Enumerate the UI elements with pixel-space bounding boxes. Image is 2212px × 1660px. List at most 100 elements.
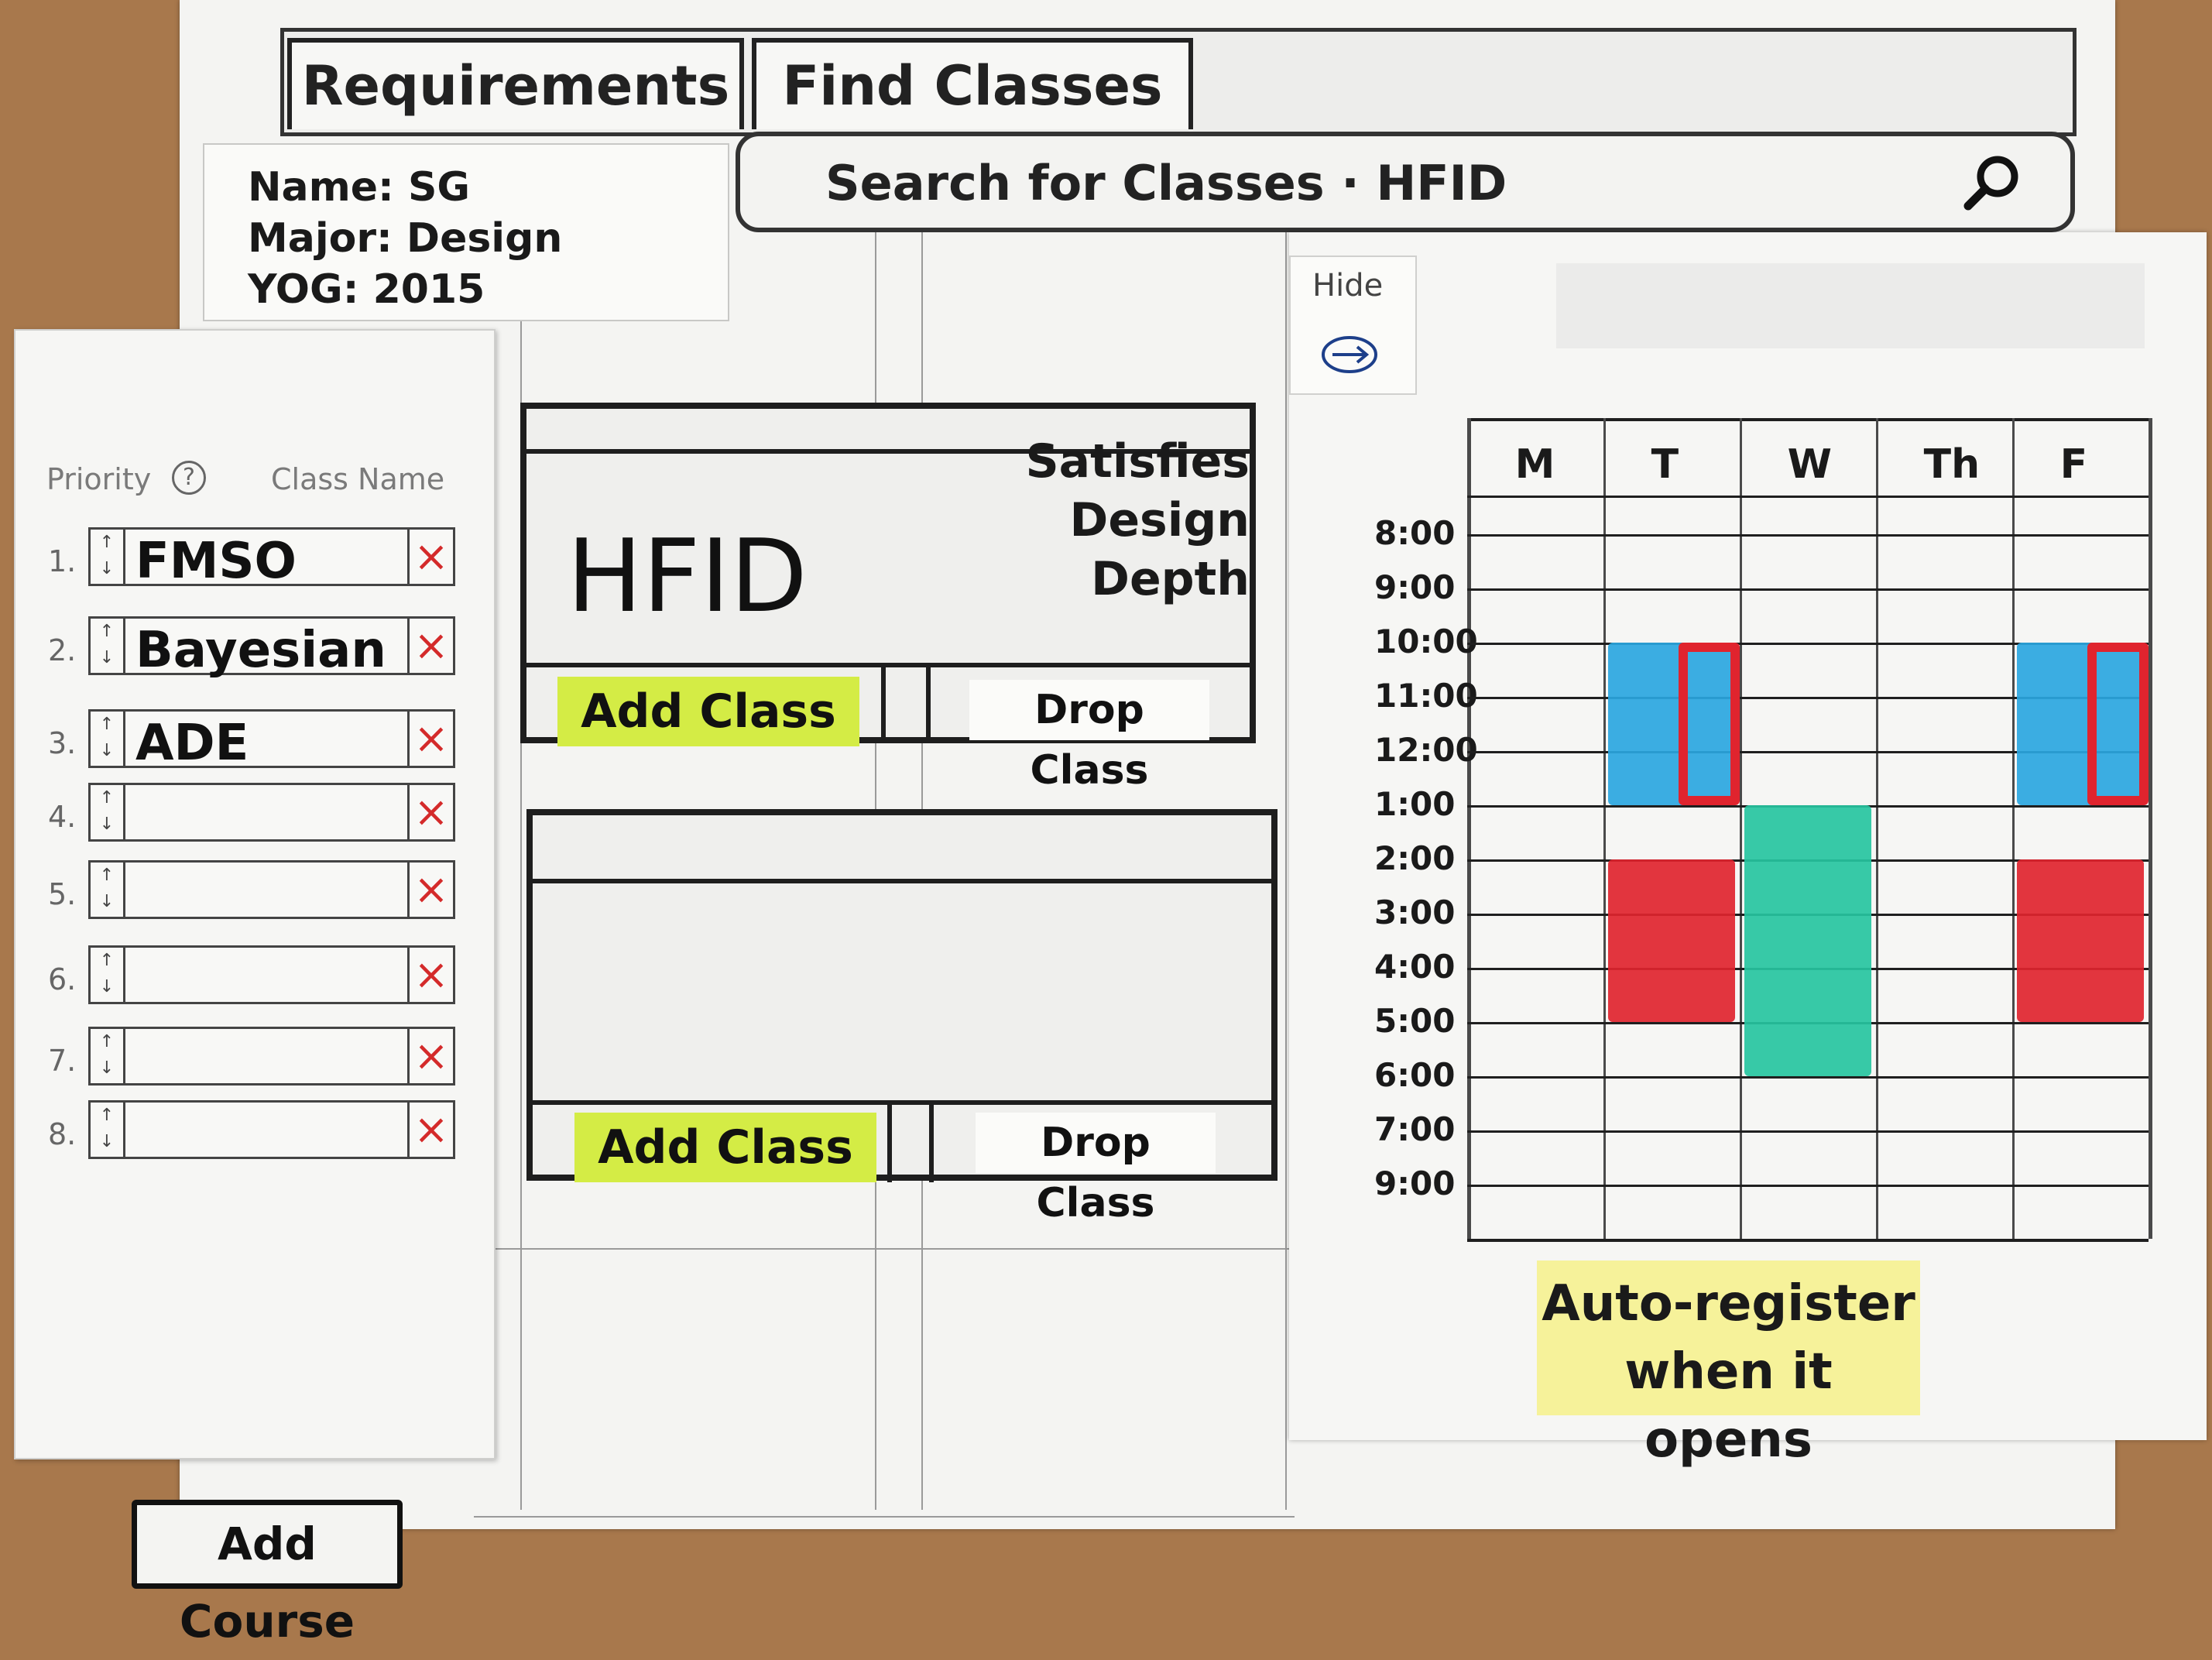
move-up-icon[interactable]: ↑: [99, 533, 115, 552]
remove-class-icon[interactable]: ×: [407, 1103, 453, 1157]
move-down-icon[interactable]: ↓: [99, 815, 115, 834]
reorder-arrows[interactable]: ↑↓: [91, 1029, 125, 1083]
calendar-column-line: [1467, 418, 1471, 1239]
drop-class-button[interactable]: Drop Class: [976, 1113, 1216, 1226]
time-label: 12:00: [1374, 731, 1478, 769]
profile-yog: YOG: 2015: [248, 266, 485, 313]
priority-slot[interactable]: ↑↓×: [88, 1100, 455, 1159]
add-class-button[interactable]: Add Class: [557, 677, 859, 746]
priority-slot[interactable]: ↑↓FMSO×: [88, 527, 455, 590]
priority-class-name[interactable]: Bayesian: [135, 622, 386, 679]
class-card: Add Class Drop Class: [526, 809, 1277, 1226]
button-separator: [929, 1105, 934, 1182]
priority-slot[interactable]: ↑↓×: [88, 783, 455, 842]
profile-major: Major: Design: [248, 215, 563, 262]
remove-class-icon[interactable]: ×: [407, 785, 453, 839]
remove-class-icon[interactable]: ×: [407, 712, 453, 766]
priority-number: 3.: [48, 726, 77, 760]
reorder-arrows[interactable]: ↑↓: [91, 1103, 125, 1157]
priority-slot[interactable]: ↑↓×: [88, 945, 455, 1004]
time-label: 8:00: [1374, 514, 1456, 552]
search-input[interactable]: Search for Classes · HFID: [825, 155, 1507, 211]
move-up-icon[interactable]: ↑: [99, 866, 115, 885]
time-label: 1:00: [1374, 785, 1456, 823]
class-name-label: Class Name: [271, 462, 445, 496]
day-label: Th: [1923, 441, 1981, 488]
grid-line: [474, 1516, 1295, 1518]
class-block-outline[interactable]: [2087, 643, 2149, 805]
priority-panel: Priority ? Class Name 1.↑↓FMSO×2.↑↓Bayes…: [14, 329, 496, 1648]
auto-register-banner: [1556, 263, 2145, 348]
class-card: HFID Satisfies Design Depth Add Class Dr…: [520, 403, 1256, 794]
move-down-icon[interactable]: ↓: [99, 1132, 115, 1151]
class-block[interactable]: [2017, 643, 2144, 805]
move-up-icon[interactable]: ↑: [99, 622, 115, 641]
tab-requirements[interactable]: Requirements: [287, 38, 744, 129]
priority-slot[interactable]: ↑↓ADE×: [88, 709, 455, 772]
calendar-border: [1467, 418, 2149, 421]
priority-slot[interactable]: ↑↓×: [88, 1027, 455, 1086]
priority-row: 8.↑↓×: [31, 1097, 472, 1167]
move-up-icon[interactable]: ↑: [99, 715, 115, 734]
help-icon[interactable]: ?: [172, 461, 206, 495]
time-row-line: [1467, 1130, 2149, 1133]
move-up-icon[interactable]: ↑: [99, 951, 115, 970]
priority-class-name[interactable]: ADE: [135, 715, 249, 772]
move-down-icon[interactable]: ↓: [99, 892, 115, 911]
search-icon[interactable]: [1962, 152, 2024, 214]
day-label: F: [2059, 441, 2088, 488]
time-row-line: [1467, 1185, 2149, 1187]
calendar-column-line: [2149, 418, 2152, 1239]
remove-class-icon[interactable]: ×: [407, 1029, 453, 1083]
hide-calendar-toggle[interactable]: Hide: [1289, 256, 1417, 395]
tab-find-classes[interactable]: Find Classes: [752, 38, 1193, 129]
calendar-column-line: [1876, 418, 1878, 1239]
reorder-arrows[interactable]: ↑↓: [91, 619, 125, 673]
move-down-icon[interactable]: ↓: [99, 977, 115, 996]
move-down-icon[interactable]: ↓: [99, 1058, 115, 1078]
add-course-button[interactable]: Add Course: [132, 1500, 403, 1648]
priority-slot[interactable]: ↑↓×: [88, 860, 455, 919]
card-divider: [533, 1100, 1271, 1105]
move-down-icon[interactable]: ↓: [99, 559, 115, 578]
profile-card: Name: SG Major: Design YOG: 2015: [203, 143, 729, 321]
move-up-icon[interactable]: ↑: [99, 1032, 115, 1051]
priority-slot[interactable]: ↑↓Bayesian×: [88, 616, 455, 679]
class-block[interactable]: [1608, 643, 1735, 805]
move-up-icon[interactable]: ↑: [99, 1106, 115, 1125]
calendar-column-line: [1740, 418, 1742, 1239]
remove-class-icon[interactable]: ×: [407, 948, 453, 1002]
class-block[interactable]: [1744, 805, 1871, 1076]
class-block-outline[interactable]: [1678, 643, 1740, 805]
remove-class-icon[interactable]: ×: [407, 530, 453, 584]
reorder-arrows[interactable]: ↑↓: [91, 785, 125, 839]
time-row-line: [1467, 588, 2149, 591]
class-block[interactable]: [1608, 859, 1735, 1022]
reorder-arrows[interactable]: ↑↓: [91, 948, 125, 1002]
move-down-icon[interactable]: ↓: [99, 741, 115, 760]
card-divider: [526, 449, 1250, 454]
time-label: 9:00: [1374, 1164, 1456, 1202]
reorder-arrows[interactable]: ↑↓: [91, 712, 125, 766]
hide-label: Hide: [1312, 268, 1384, 304]
add-class-button[interactable]: Add Class: [574, 1113, 876, 1182]
search-bar[interactable]: Search for Classes · HFID: [736, 132, 2075, 232]
reorder-arrows[interactable]: ↑↓: [91, 863, 125, 917]
button-separator: [926, 667, 931, 743]
reorder-arrows[interactable]: ↑↓: [91, 530, 125, 584]
priority-number: 8.: [48, 1117, 77, 1151]
move-down-icon[interactable]: ↓: [99, 648, 115, 667]
hide-arrow-icon: [1322, 336, 1377, 373]
day-label: W: [1787, 441, 1832, 488]
drop-class-button[interactable]: Drop Class: [969, 680, 1209, 794]
priority-class-name[interactable]: FMSO: [135, 533, 297, 590]
priority-number: 7.: [48, 1044, 77, 1078]
class-block[interactable]: [2017, 859, 2144, 1022]
remove-class-icon[interactable]: ×: [407, 863, 453, 917]
grid-line: [474, 1248, 1295, 1250]
button-separator: [881, 667, 886, 743]
move-up-icon[interactable]: ↑: [99, 788, 115, 808]
auto-register-note[interactable]: Auto-register when it opens: [1537, 1260, 1920, 1469]
remove-class-icon[interactable]: ×: [407, 619, 453, 673]
